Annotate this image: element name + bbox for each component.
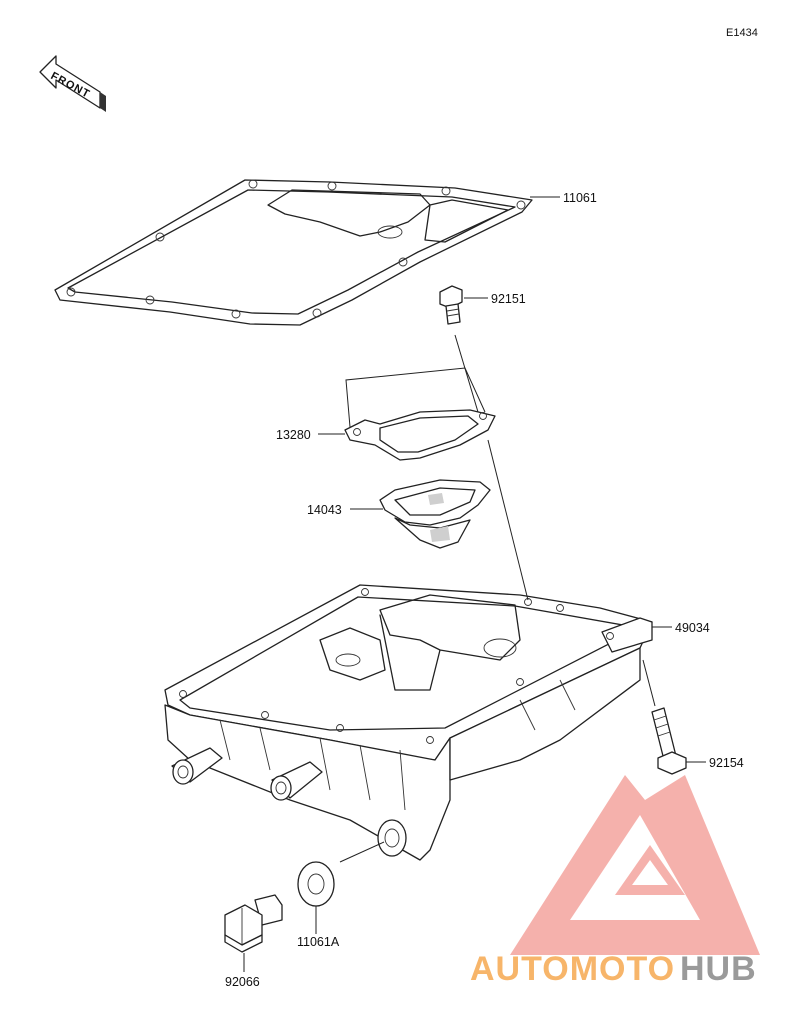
- part-label-13280: 13280: [276, 428, 311, 442]
- part-label-11061a: 11061A: [297, 935, 340, 949]
- oil-pan: [164, 584, 653, 861]
- strainer-gasket: [344, 367, 496, 461]
- watermark-text: AUTOMOTO HUB: [470, 950, 757, 988]
- part-label-14043: 14043: [307, 503, 342, 517]
- oil-pan-gasket: [54, 179, 533, 326]
- watermark-logo: [510, 775, 760, 955]
- part-label-92151: 92151: [491, 292, 526, 306]
- part-label-92154: 92154: [709, 756, 744, 770]
- watermark-word-grey: HUB: [680, 950, 757, 988]
- bolt-92154: [651, 707, 687, 775]
- part-labels: 11061 92151 13280 14043 49034 92154 1106…: [225, 191, 744, 989]
- watermark-word-orange: AUTOMOTO: [470, 950, 675, 988]
- part-label-92066: 92066: [225, 975, 260, 989]
- oil-strainer: [379, 479, 491, 549]
- part-label-49034: 49034: [675, 621, 710, 635]
- leader-lines: [243, 196, 706, 972]
- front-arrow-icon: FRONT: [39, 55, 106, 112]
- drain-plug: [224, 894, 283, 953]
- part-label-11061: 11061: [563, 191, 597, 205]
- diagram-code: E1434: [726, 27, 758, 39]
- bolt-92151: [439, 285, 463, 325]
- drain-washer: [297, 861, 335, 907]
